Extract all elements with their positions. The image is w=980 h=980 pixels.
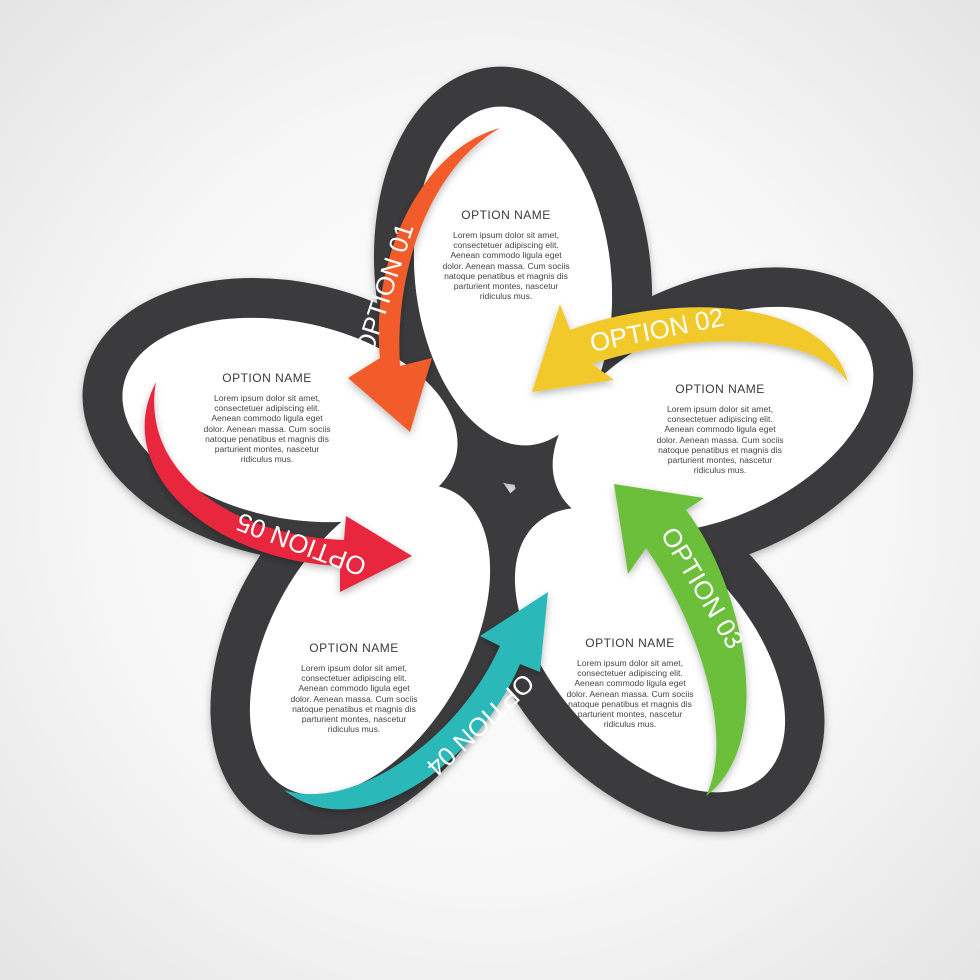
arrow-option-03[interactable] bbox=[614, 484, 747, 796]
option-body-line: ridiculus mus. bbox=[240, 454, 294, 465]
option-title-03: OPTION NAME bbox=[585, 636, 675, 650]
option-body-line: consectetuer adipiscing elit. bbox=[667, 414, 773, 425]
option-body-line: Lorem ipsum dolor sit amet, bbox=[576, 658, 684, 668]
option-body-line: parturient montes, nascetur bbox=[667, 455, 773, 466]
option-body-line: dolor. Aenean massa. Cum sociis bbox=[290, 693, 418, 704]
option-body-line: dolor. Aenean massa. Cum sociis bbox=[656, 434, 784, 445]
option-body-line: Lorem ipsum dolor sit amet, bbox=[300, 663, 408, 673]
option-title-01: OPTION NAME bbox=[461, 208, 551, 222]
option-body-02: Lorem ipsum dolor sit amet, consectetuer… bbox=[634, 404, 806, 475]
option-body-line: natoque penatibus et magnis dis bbox=[568, 698, 692, 709]
option-title-04: OPTION NAME bbox=[309, 641, 399, 655]
option-body-line: ridiculus mus. bbox=[693, 465, 747, 476]
option-body-line: Lorem ipsum dolor sit amet, bbox=[213, 393, 321, 403]
option-body-03: Lorem ipsum dolor sit amet, consectetuer… bbox=[544, 658, 716, 729]
option-body-line: Aenean commodo ligula eget bbox=[450, 250, 562, 261]
option-body-line: parturient montes, nascetur bbox=[453, 281, 559, 292]
option-title-05: OPTION NAME bbox=[222, 371, 312, 385]
option-body-line: Lorem ipsum dolor sit amet, bbox=[452, 230, 560, 240]
option-body-line: consectetuer adipiscing elit. bbox=[577, 668, 683, 679]
option-body-line: Aenean commodo ligula eget bbox=[664, 424, 776, 435]
option-body-line: natoque penatibus et magnis dis bbox=[292, 703, 416, 714]
option-body-line: dolor. Aenean massa. Cum sociis bbox=[566, 688, 694, 699]
option-body-line: parturient montes, nascetur bbox=[577, 709, 683, 720]
petal-fill-2 bbox=[552, 306, 874, 534]
option-body-line: natoque penatibus et magnis dis bbox=[658, 444, 782, 455]
option-block-05: OPTION NAME Lorem ipsum dolor sit amet, … bbox=[181, 371, 353, 464]
arrow-option-04[interactable] bbox=[284, 592, 548, 810]
option-body-line: Aenean commodo ligula eget bbox=[211, 413, 323, 424]
option-body-line: dolor. Aenean massa. Cum sociis bbox=[203, 423, 331, 434]
option-body-line: Lorem ipsum dolor sit amet, bbox=[666, 404, 774, 414]
arrow-option-02[interactable] bbox=[532, 304, 848, 392]
petal-fill-group bbox=[122, 106, 874, 796]
option-body-line: ridiculus mus. bbox=[479, 291, 533, 302]
option-block-04: OPTION NAME Lorem ipsum dolor sit amet, … bbox=[268, 641, 440, 734]
option-body-line: parturient montes, nascetur bbox=[301, 714, 407, 725]
option-block-03: OPTION NAME Lorem ipsum dolor sit amet, … bbox=[544, 636, 716, 729]
option-body-line: consectetuer adipiscing elit. bbox=[453, 240, 559, 251]
option-body-line: consectetuer adipiscing elit. bbox=[214, 403, 320, 414]
option-block-01: OPTION NAME Lorem ipsum dolor sit amet, … bbox=[420, 208, 592, 301]
option-body-line: Aenean commodo ligula eget bbox=[574, 678, 686, 689]
arrow-group bbox=[144, 128, 848, 810]
option-body-line: parturient montes, nascetur bbox=[214, 444, 320, 455]
option-body-line: ridiculus mus. bbox=[327, 724, 381, 735]
option-body-05: Lorem ipsum dolor sit amet, consectetuer… bbox=[181, 393, 353, 464]
option-body-line: natoque penatibus et magnis dis bbox=[205, 433, 329, 444]
option-body-04: Lorem ipsum dolor sit amet, consectetuer… bbox=[268, 663, 440, 734]
option-body-line: dolor. Aenean massa. Cum sociis bbox=[442, 260, 570, 271]
option-body-line: consectetuer adipiscing elit. bbox=[301, 673, 407, 684]
petal-ring-3 bbox=[475, 468, 825, 832]
option-body-line: Aenean commodo ligula eget bbox=[298, 683, 410, 694]
option-title-02: OPTION NAME bbox=[675, 382, 765, 396]
option-block-02: OPTION NAME Lorem ipsum dolor sit amet, … bbox=[634, 382, 806, 475]
option-body-line: natoque penatibus et magnis dis bbox=[444, 270, 568, 281]
option-body-line: ridiculus mus. bbox=[603, 719, 657, 730]
option-body-01: Lorem ipsum dolor sit amet, consectetuer… bbox=[420, 230, 592, 301]
arrow-option-05[interactable] bbox=[144, 382, 412, 592]
arrow-option-01[interactable] bbox=[348, 128, 500, 432]
